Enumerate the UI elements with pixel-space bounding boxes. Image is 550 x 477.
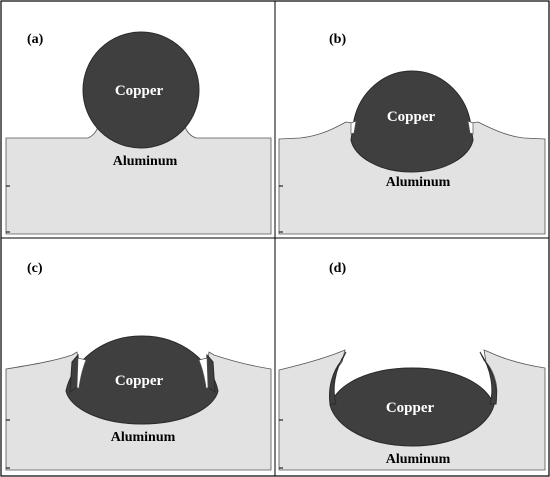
panel-label: (b) (329, 32, 346, 47)
jet-right (467, 120, 474, 135)
panel-a: (a) Copper Aluminum (5, 31, 272, 235)
copper-label: Copper (386, 400, 435, 416)
copper-particle (82, 31, 200, 149)
jet-left (350, 120, 357, 135)
copper-label: Copper (115, 83, 164, 99)
copper-particle (329, 367, 495, 447)
copper-particle (65, 335, 219, 425)
aluminum-label: Aluminum (111, 430, 176, 445)
copper-label: Copper (115, 373, 164, 389)
aluminum-label: Aluminum (113, 154, 178, 169)
panel-label: (c) (27, 261, 43, 276)
gap-left (76, 357, 87, 389)
copper-particle (350, 70, 474, 173)
panel-b: (b) Copper Aluminum (278, 32, 546, 235)
copper-label: Copper (387, 109, 436, 125)
panel-c: (c) Copper Aluminum (5, 261, 272, 471)
panel-label: (d) (329, 261, 346, 276)
jet-right (479, 351, 497, 405)
gap-right (198, 357, 209, 389)
panel-d: (d) Copper Aluminum (278, 261, 546, 471)
jet-left (329, 351, 347, 405)
aluminum-label: Aluminum (386, 452, 451, 467)
panel-label: (a) (27, 32, 44, 47)
aluminum-label: Aluminum (386, 175, 451, 190)
